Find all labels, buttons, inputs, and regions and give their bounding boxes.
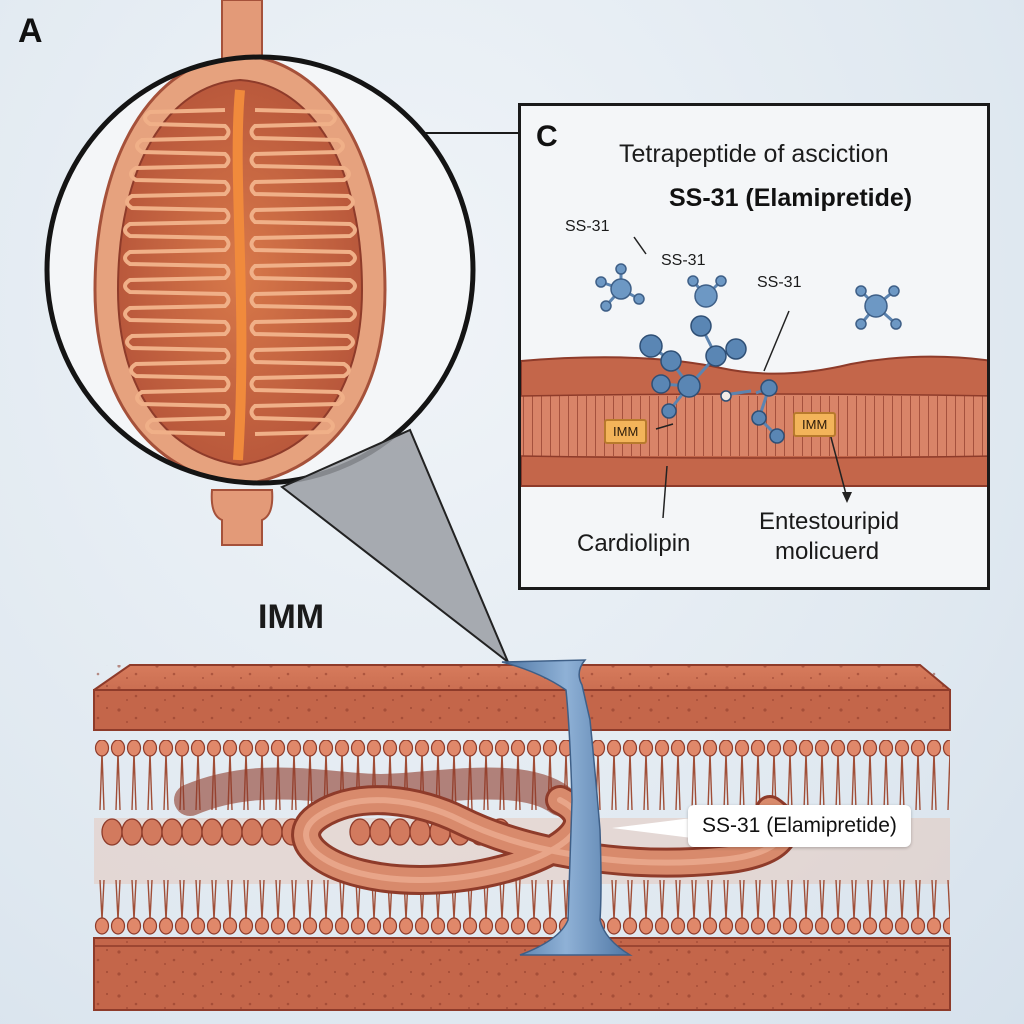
ss31-label-1: SS-31 bbox=[565, 218, 610, 235]
inset-illustration bbox=[521, 236, 987, 519]
imm-heading: IMM bbox=[258, 598, 325, 636]
cristae-left bbox=[123, 108, 231, 436]
inset-panel-c: C Tetrapeptide of asciction SS-31 (Elami… bbox=[518, 103, 990, 590]
entestouripid-caption-line1: Entestouripid bbox=[759, 508, 900, 535]
cristae-right bbox=[249, 108, 357, 436]
ss31-channel bbox=[501, 659, 633, 956]
membrane-slab bbox=[93, 664, 951, 1011]
peptide-coil bbox=[174, 767, 799, 896]
panel-c-label: C bbox=[536, 120, 558, 153]
imm-tag-right: IMM bbox=[793, 412, 837, 437]
cardiolipin-caption: Cardiolipin bbox=[577, 530, 691, 557]
ss31-molecules bbox=[595, 263, 902, 330]
ss31-label-3: SS-31 bbox=[757, 274, 802, 291]
panel-a-label: A bbox=[18, 12, 43, 50]
inset-title: Tetrapeptide of asciction bbox=[619, 140, 889, 168]
zoom-funnel bbox=[280, 428, 511, 666]
imm-tag-left: IMM bbox=[604, 419, 648, 444]
entestouripid-caption-line2: molicuerd bbox=[775, 538, 880, 565]
inset-subtitle: SS-31 (Elamipretide) bbox=[669, 184, 913, 212]
mitochondrion-magnified bbox=[44, 54, 476, 486]
ss31-callout: SS-31 (Elamipretide) bbox=[688, 805, 911, 847]
ss31-bound-chain bbox=[639, 315, 785, 444]
ss31-label-2: SS-31 bbox=[661, 252, 706, 269]
